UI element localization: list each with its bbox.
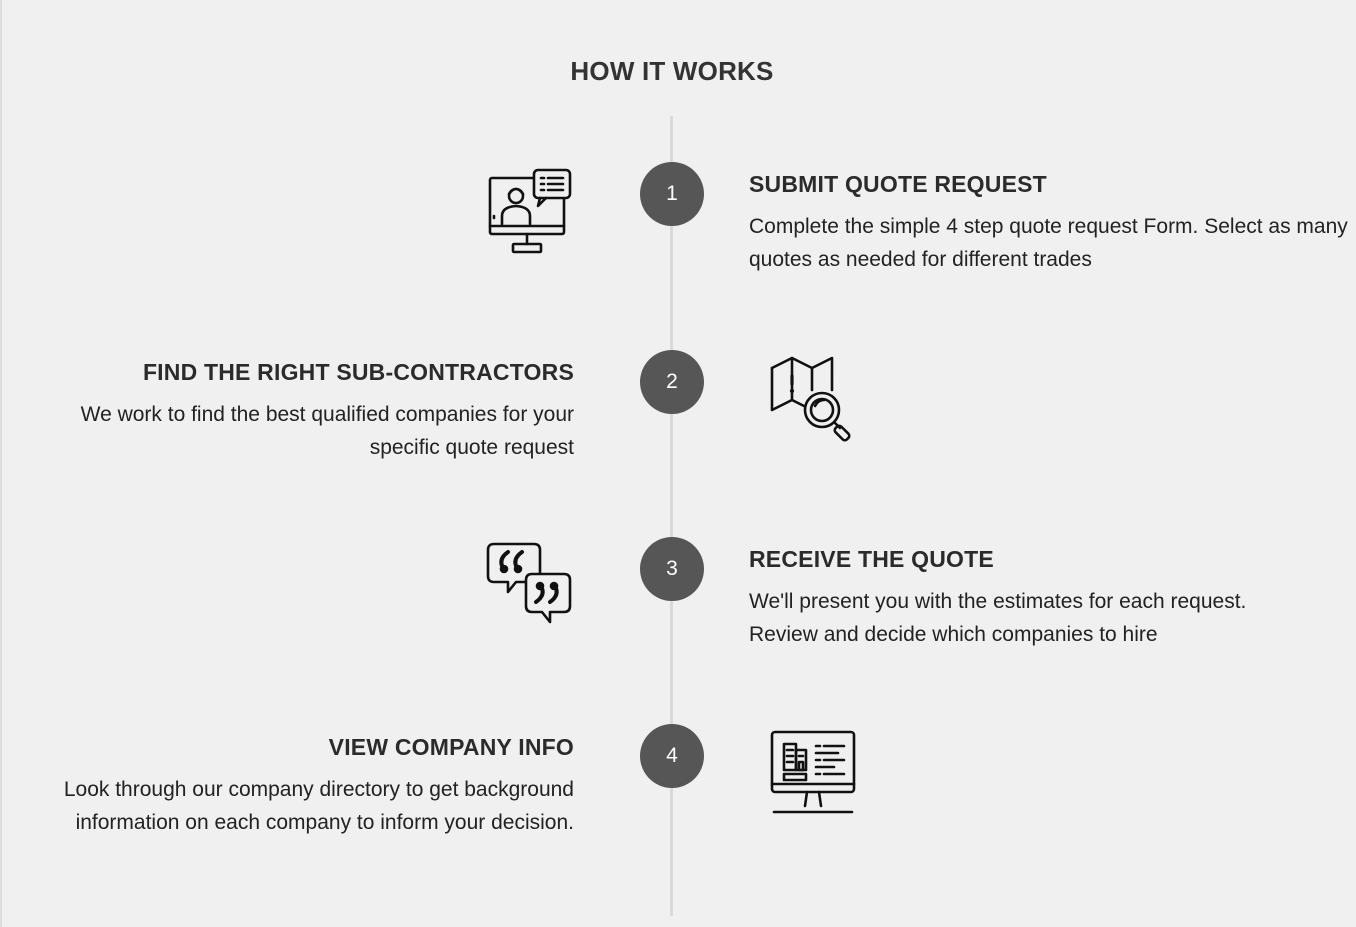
step-heading: FIND THE RIGHT SUB-CONTRACTORS (142, 359, 574, 385)
step-description: Look through our company directory to ge… (63, 778, 574, 834)
step-number-badge: 1 (640, 162, 704, 226)
step-heading: VIEW COMPANY INFO (328, 734, 574, 760)
step-description: Complete the simple 4 step quote request… (749, 215, 1348, 271)
step-number-badge: 2 (640, 350, 704, 414)
timeline-line (670, 116, 673, 916)
step-1-text: SUBMIT QUOTE REQUEST Complete the simple… (749, 171, 1349, 276)
step-heading: RECEIVE THE QUOTE (749, 546, 994, 572)
step-2-text: FIND THE RIGHT SUB-CONTRACTORS We work t… (2, 359, 574, 464)
section-title: HOW IT WORKS (570, 56, 774, 86)
map-search-icon (768, 354, 860, 444)
step-description: We'll present you with the estimates for… (749, 590, 1247, 646)
company-monitor-icon (768, 728, 860, 818)
video-call-chat-icon (486, 168, 574, 256)
step-3-text: RECEIVE THE QUOTE We'll present you with… (749, 546, 1349, 651)
step-heading: SUBMIT QUOTE REQUEST (749, 171, 1047, 197)
step-4-text: VIEW COMPANY INFO Look through our compa… (2, 734, 574, 839)
quote-bubbles-icon (484, 540, 576, 630)
step-number-badge: 4 (640, 724, 704, 788)
step-description: We work to find the best qualified compa… (80, 403, 574, 459)
step-number-badge: 3 (640, 537, 704, 601)
